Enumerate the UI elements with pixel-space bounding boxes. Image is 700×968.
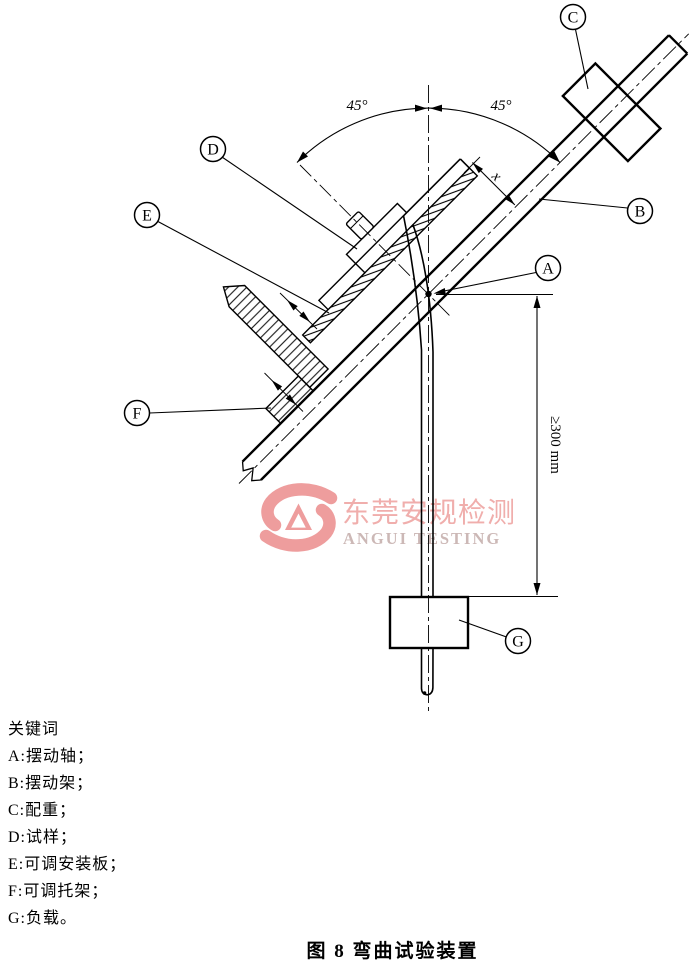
balloon-c-label: C (568, 10, 579, 27)
key-item-g: G:负载。 (8, 910, 78, 927)
leader-f (149, 407, 272, 414)
x-dim-label: x (488, 168, 505, 185)
swing-frame-group (222, 33, 690, 484)
adjust-arrow-icon (287, 300, 298, 311)
leader-a-arrow-icon (433, 288, 446, 295)
break-line (241, 461, 261, 482)
figure-caption: 图 8 弯曲试验装置 (306, 941, 479, 962)
balloon-d-label: D (207, 142, 219, 159)
angle-label-right: 45° (491, 98, 512, 114)
dim-arrow-down-icon (533, 583, 541, 595)
key-block: 关键词 A:摆动轴； B:摆动架； C:配重； D:试样； E:可调安装板； F… (8, 716, 126, 932)
cable-tip-dot (422, 691, 427, 695)
clamp-axis-line (299, 164, 452, 318)
leader-c (574, 29, 589, 90)
specimen-upper-run (403, 158, 471, 217)
angle-label-left: 45° (347, 98, 368, 114)
key-item-e: E:可调安装板； (8, 856, 127, 873)
x-arrow-up-icon (472, 162, 483, 174)
frame-centerline (238, 33, 690, 484)
length-dimension: ≥300 mm (391, 294, 563, 598)
leader-a (443, 271, 537, 292)
counterweight-block (561, 61, 663, 163)
arc-arrow-mid-left-icon (415, 104, 427, 112)
x-arrow-down-icon (504, 194, 515, 205)
pivot-dot (425, 290, 432, 298)
leader-g (458, 619, 507, 638)
leader-b (538, 198, 628, 209)
key-item-b: B:摆动架； (8, 775, 94, 792)
balloon-f: F (123, 399, 151, 427)
leader-e (156, 220, 330, 314)
adjustment-arrows (264, 292, 318, 412)
arc-arrow-left-icon (297, 151, 308, 163)
key-title: 关键词 (8, 721, 60, 738)
adjustable-bracket-arm (222, 284, 330, 389)
arc-arrow-mid-right-icon (430, 104, 442, 112)
balloon-a-label: A (542, 261, 554, 278)
key-item-c: C:配重； (8, 802, 77, 819)
leader-d (221, 156, 358, 250)
key-item-a: A:摆动轴； (8, 748, 95, 765)
part-label-balloons: A B C D E F G (123, 3, 654, 655)
balloon-g: G (504, 627, 532, 655)
balloon-b: B (626, 197, 654, 225)
key-item-f: F:可调托架； (8, 883, 109, 900)
length-dim-label: ≥300 mm (547, 416, 563, 474)
balloon-d: D (199, 135, 227, 163)
balloon-e: E (133, 201, 161, 229)
balloon-a: A (534, 254, 562, 282)
balloon-e-label: E (142, 208, 152, 225)
balloon-g-label: G (512, 634, 524, 651)
adjust-arrow-icon (299, 311, 310, 322)
watermark-logo: 东莞安规检测 ANGUI TESTING (259, 483, 516, 552)
key-item-d: D:试样； (8, 829, 78, 846)
balloon-b-label: B (635, 204, 646, 221)
dim-arrow-up-icon (533, 296, 541, 308)
logo-s-mark-icon (259, 483, 338, 552)
balloon-c: C (559, 3, 587, 31)
load-weight-block (388, 595, 470, 650)
swing-angle-dimension: 45° 45° (296, 98, 561, 163)
adjust-arrow-icon (271, 380, 283, 391)
logo-triangle-inner (291, 513, 306, 528)
clamp-spacer (317, 262, 366, 311)
adjust-arrow-icon (285, 394, 297, 405)
swing-frame-bar (238, 33, 690, 484)
balloon-f-label: F (133, 406, 142, 423)
specimen-cable-tail (420, 647, 434, 696)
leader-lines (149, 29, 628, 638)
clamp-bolt-cap (350, 215, 364, 229)
arc-arrow-right-icon (548, 151, 560, 163)
watermark-cn-text: 东莞安规检测 (342, 497, 516, 529)
